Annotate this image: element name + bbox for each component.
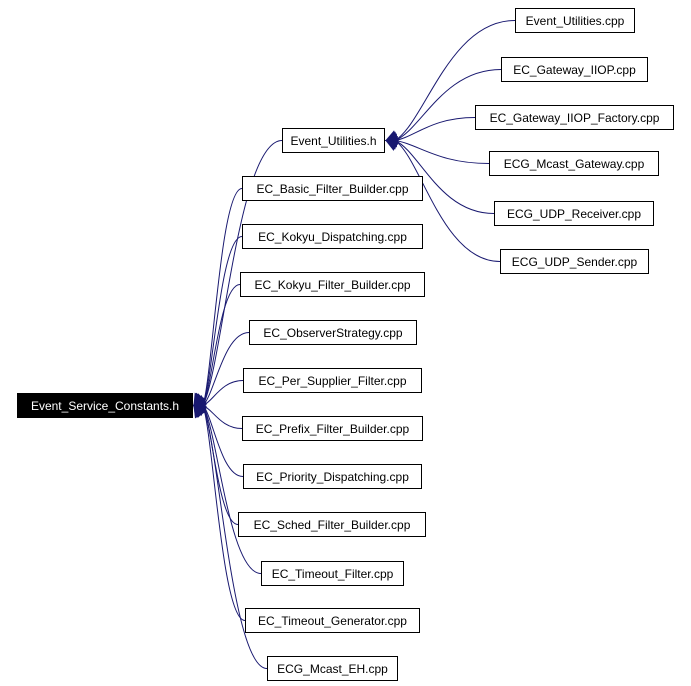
node-ec-priority-dispatching-cpp[interactable]: EC_Priority_Dispatching.cpp xyxy=(243,464,422,489)
node-ec-gateway-iiop-factory-cpp[interactable]: EC_Gateway_IIOP_Factory.cpp xyxy=(475,105,674,130)
node-ec-timeout-filter-cpp[interactable]: EC_Timeout_Filter.cpp xyxy=(261,561,404,586)
edge-observer_strategy-to-root xyxy=(202,332,250,406)
node-event-utilities-h[interactable]: Event_Utilities.h xyxy=(282,128,385,153)
node-ec-gateway-iiop-cpp[interactable]: EC_Gateway_IIOP.cpp xyxy=(501,57,648,82)
edge-gateway_iiop-to-utilities_h xyxy=(394,69,502,141)
node-ecg-mcast-gateway-cpp[interactable]: ECG_Mcast_Gateway.cpp xyxy=(489,151,659,176)
edge-gateway_iiop_factory-to-utilities_h xyxy=(394,117,476,141)
node-root[interactable]: Event_Service_Constants.h xyxy=(17,393,193,418)
node-ec-timeout-generator-cpp[interactable]: EC_Timeout_Generator.cpp xyxy=(245,608,420,633)
node-ecg-udp-receiver-cpp[interactable]: ECG_UDP_Receiver.cpp xyxy=(494,201,654,226)
edge-priority_dispatching-to-root xyxy=(202,405,244,477)
edge-kokyu_filter_builder-to-root xyxy=(202,284,241,406)
node-ec-per-supplier-filter-cpp[interactable]: EC_Per_Supplier_Filter.cpp xyxy=(243,368,422,393)
node-ecg-udp-sender-cpp[interactable]: ECG_UDP_Sender.cpp xyxy=(500,249,649,274)
edge-basic_filter_builder-to-root xyxy=(202,188,243,406)
edge-utilities_h-to-root xyxy=(202,140,283,406)
node-ec-sched-filter-builder-cpp[interactable]: EC_Sched_Filter_Builder.cpp xyxy=(238,512,426,537)
node-ec-prefix-filter-builder-cpp[interactable]: EC_Prefix_Filter_Builder.cpp xyxy=(242,416,423,441)
edge-timeout_generator-to-root xyxy=(202,405,246,621)
node-ec-observer-strategy-cpp[interactable]: EC_ObserverStrategy.cpp xyxy=(249,320,417,345)
edge-udp_receiver-to-utilities_h xyxy=(394,140,495,214)
node-ec-kokyu-filter-builder-cpp[interactable]: EC_Kokyu_Filter_Builder.cpp xyxy=(240,272,425,297)
edge-timeout_filter-to-root xyxy=(202,405,262,574)
arrowhead-mcast_eh-to-root xyxy=(193,404,206,419)
arrowhead-udp_sender-to-utilities_h xyxy=(384,139,399,151)
node-ec-basic-filter-builder-cpp[interactable]: EC_Basic_Filter_Builder.cpp xyxy=(242,176,423,201)
node-event-utilities-cpp[interactable]: Event_Utilities.cpp xyxy=(515,8,635,33)
edge-mcast_eh-to-root xyxy=(202,405,268,669)
edge-utilities_cpp-to-utilities_h xyxy=(394,20,516,141)
node-ec-kokyu-dispatching-cpp[interactable]: EC_Kokyu_Dispatching.cpp xyxy=(242,224,423,249)
node-ecg-mcast-eh-cpp[interactable]: ECG_Mcast_EH.cpp xyxy=(267,656,398,681)
edge-mcast_gateway-to-utilities_h xyxy=(394,140,490,164)
edge-kokyu_dispatching-to-root xyxy=(202,236,243,406)
edge-udp_sender-to-utilities_h xyxy=(394,140,501,262)
